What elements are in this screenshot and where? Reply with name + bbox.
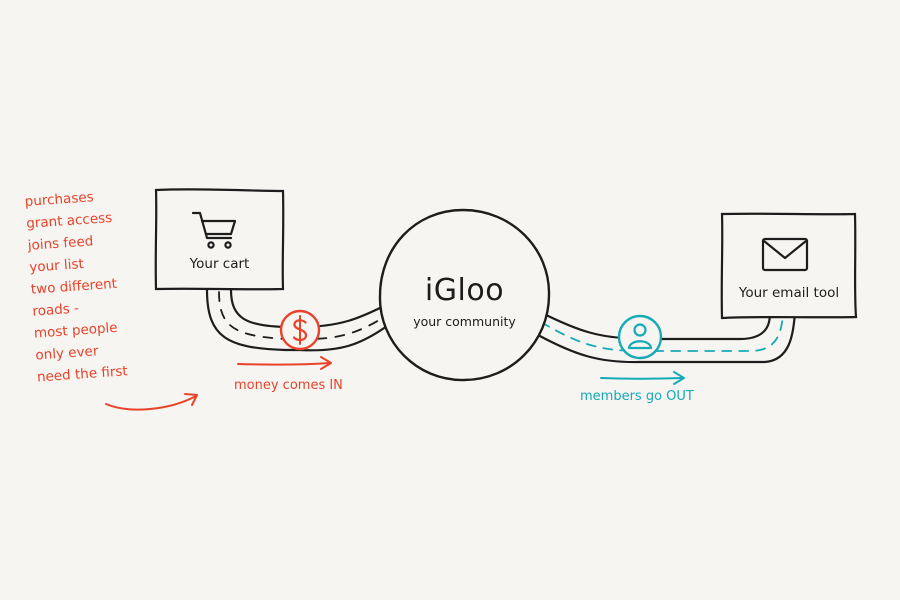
members-out-arrow bbox=[600, 371, 685, 385]
margin-note: purchases grant access joins feed your l… bbox=[24, 181, 187, 389]
igloo-title: iGloo bbox=[424, 273, 505, 308]
igloo-subtitle: your community bbox=[413, 314, 516, 329]
cart-label: Your cart bbox=[189, 256, 250, 272]
shopping-cart-icon bbox=[191, 211, 237, 249]
money-flow-label: money comes IN bbox=[234, 378, 343, 393]
email-tool-label: Your email tool bbox=[738, 285, 840, 301]
money-in-arrow bbox=[237, 356, 332, 370]
members-road bbox=[536, 310, 797, 364]
igloo-circle[interactable] bbox=[378, 208, 551, 382]
cart-box[interactable] bbox=[154, 188, 285, 291]
dollar-coin-icon bbox=[279, 309, 321, 351]
person-icon bbox=[617, 314, 663, 360]
members-flow-label: members go OUT bbox=[580, 389, 694, 404]
email-tool-box[interactable] bbox=[720, 212, 858, 320]
note-arrow bbox=[105, 393, 198, 411]
envelope-icon bbox=[761, 237, 809, 272]
